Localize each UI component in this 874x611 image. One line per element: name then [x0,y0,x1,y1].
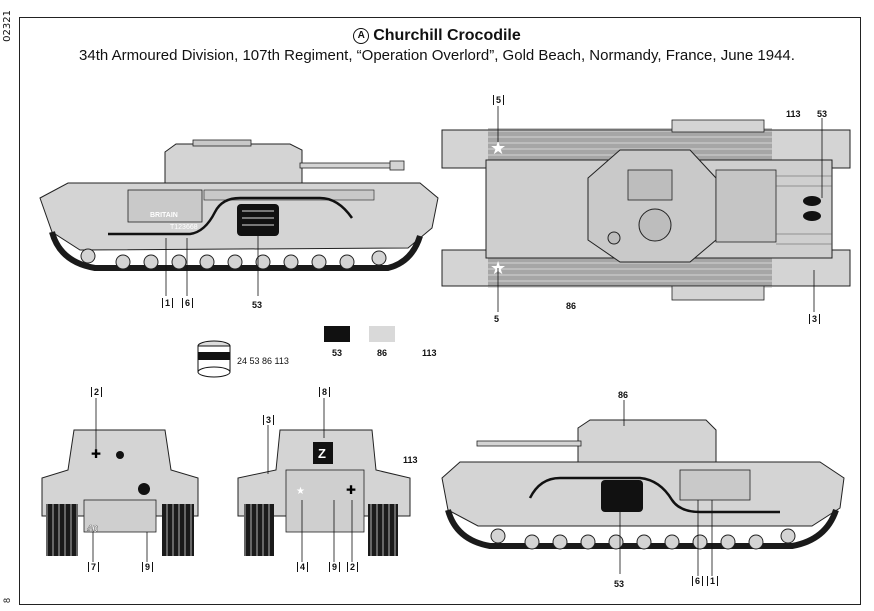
callout-2-rear: 2 [91,387,103,397]
callout-113-front: 113 [403,455,418,465]
front-letter: Z [318,446,326,461]
cross-icon: ✚ [346,483,356,497]
callout-7: 7 [88,562,100,572]
callout-1-right: 1 [707,576,719,586]
callout-9-rear: 9 [142,562,154,572]
text-plate: T123668 [170,224,198,231]
callout-53-top: 53 [817,109,828,119]
callout-8: 8 [319,387,331,397]
front-view: Z ✚ ★ [237,398,411,562]
callout-6: 6 [182,298,194,308]
swatch-label-53: 53 [332,348,343,358]
callout-9-front: 9 [329,562,341,572]
callout-5-bottom: 5 [494,314,500,324]
text-britain: BRITAIN [150,212,178,219]
callout-86-right: 86 [618,390,629,400]
callout-53-right: 53 [614,579,625,589]
callout-113: 113 [786,109,801,119]
callout-86: 86 [566,301,577,311]
scheme-badge: A [353,28,370,44]
drawing-frame [19,17,861,605]
callout-2-front: 2 [347,562,359,572]
rear-number: 40 [87,524,99,535]
cross-icon: ✚ [91,447,101,461]
tin-codes: 24 53 86 113 [237,356,289,366]
title-text: Churchill Crocodile [373,27,521,44]
paint-tin-icon [197,340,231,378]
top-view: ★ ★ [441,106,851,312]
swatch-53 [324,326,350,342]
callout-53: 53 [252,300,263,310]
callout-4: 4 [297,562,309,572]
side-view-right [441,400,845,576]
page-subtitle: 34th Armoured Division, 107th Regiment, … [79,47,795,64]
swatch-label-113: 113 [422,348,437,358]
swatch-label-86: 86 [377,348,388,358]
callout-3-front: 3 [263,415,275,425]
star-icon: ★ [490,138,506,158]
callout-6-right: 6 [692,576,704,586]
callout-5-top: 5 [493,95,505,105]
star-icon: ★ [296,486,305,497]
callout-3: 3 [809,314,821,324]
swatch-86 [369,326,395,342]
side-view-left: BRITAIN T123668 [39,139,439,296]
rear-view: ✚ 40 [41,398,199,562]
callout-1: 1 [162,298,174,308]
